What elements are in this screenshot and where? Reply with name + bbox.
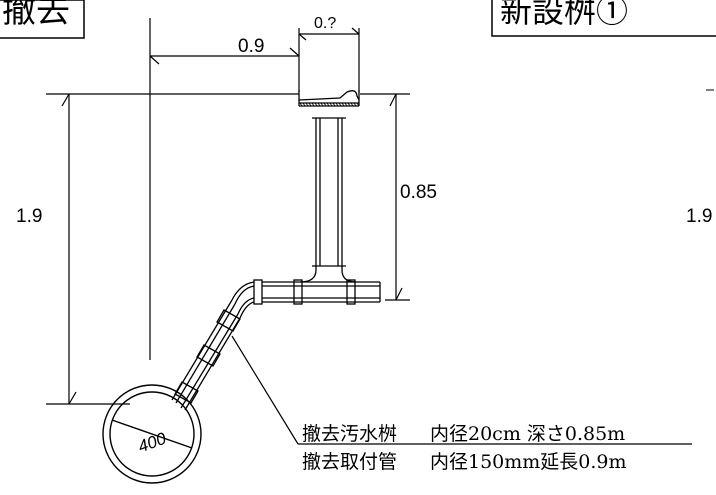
hatch-mark	[311, 102, 315, 107]
title-box-left: 撤去	[0, 0, 85, 39]
note-spec-2: 内径150mm延長0.9m	[430, 451, 627, 473]
tee-fitting	[253, 269, 381, 305]
hatch-mark	[299, 102, 303, 107]
hatch-mark	[335, 102, 339, 107]
hatch-mark	[350, 102, 354, 107]
dimension-top-width	[298, 27, 360, 92]
hatch-mark	[323, 102, 327, 107]
diagonal-pipe	[171, 299, 241, 411]
dimension-vertical-right-label: 1.9	[686, 206, 712, 227]
leader-line	[231, 335, 692, 445]
elbow-fitting	[231, 281, 255, 319]
dimension-horizontal-label: 0.9	[238, 36, 264, 57]
hatch-mark	[305, 102, 309, 107]
dimension-vertical-total	[46, 93, 130, 405]
hatch-mark	[356, 102, 360, 107]
hatch-mark	[344, 102, 348, 107]
note-item-2: 撤去取付管	[302, 451, 397, 473]
title-right: 新設桝①	[500, 0, 628, 30]
dimension-vertical-depth	[360, 93, 410, 301]
hatch-mark	[308, 102, 312, 107]
manhole-top	[298, 90, 360, 107]
hatch-mark	[326, 102, 330, 107]
hatch-mark	[329, 102, 333, 107]
hatch-mark	[353, 102, 357, 107]
hatch-mark	[302, 102, 306, 107]
note-item-1: 撤去汚水桝	[302, 423, 397, 445]
dimension-vertical-total-label: 1.9	[16, 206, 42, 227]
hatch-mark	[314, 102, 318, 107]
riser-pipe	[312, 117, 346, 270]
hatch-mark	[347, 102, 351, 107]
dimension-top-width-label: 0.?	[314, 15, 336, 32]
dimension-vertical-depth-label: 0.85	[400, 182, 437, 203]
notes: 撤去汚水桝 内径20cm 深さ0.85m 撤去取付管 内径150mm延長0.9m	[302, 423, 627, 473]
title-left: 撤去	[2, 0, 70, 31]
dimension-horizontal	[149, 18, 300, 360]
hatch-mark	[317, 102, 321, 107]
hatch-mark	[320, 102, 324, 107]
title-box-right: 新設桝①	[491, 0, 716, 37]
manhole-hatch	[299, 102, 360, 107]
note-spec-1: 内径20cm 深さ0.85m	[430, 423, 625, 445]
hatch-mark	[338, 102, 342, 107]
hatch-mark	[332, 102, 336, 107]
hatch-mark	[341, 102, 345, 107]
pipe-diameter-label: 400	[136, 429, 170, 457]
main-sewer-pipe	[102, 384, 202, 484]
